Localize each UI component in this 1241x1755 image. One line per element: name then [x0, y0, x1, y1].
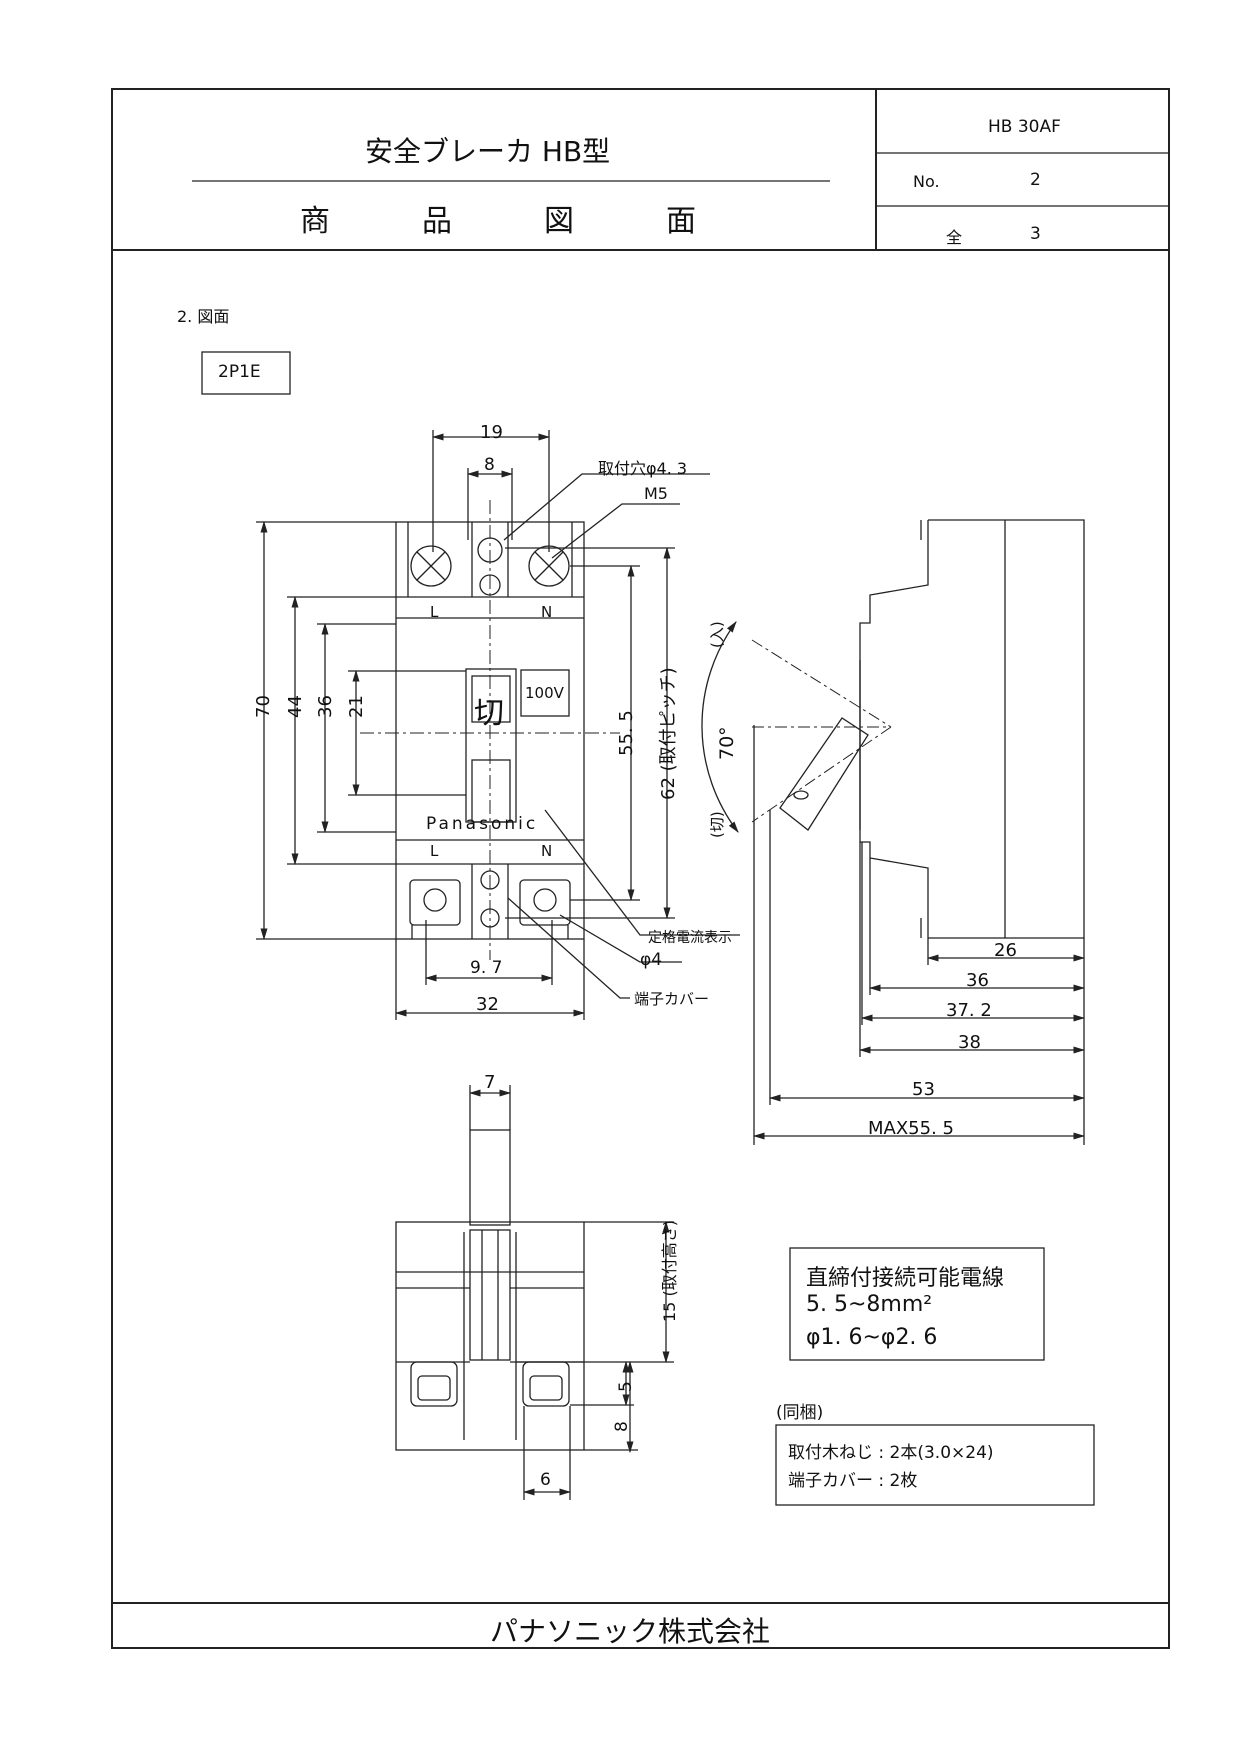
product-title: 安全ブレーカ HB型: [365, 135, 611, 168]
wire-note-section: 5. 5~8mm²: [806, 1292, 933, 1317]
dim-mounting-pitch: 62 (取付ピッチ): [658, 667, 679, 800]
terminal-label-l-top: L: [430, 603, 439, 621]
bottom-view: [395, 1085, 674, 1500]
dim-height-36: 36: [315, 695, 336, 718]
variant-box: [201, 351, 291, 395]
dim-terminal-pitch: 9. 7: [470, 958, 503, 978]
dim-terminal-5: 5: [616, 1381, 636, 1392]
callout-terminal-cover: 端子カバー: [634, 990, 710, 1008]
wire-note-title: 直締付接続可能電線: [806, 1266, 1005, 1291]
dim-handle-angle: 70°: [716, 726, 738, 760]
dim-body-width: 32: [476, 994, 499, 1015]
dim-depth-37-2: 37. 2: [946, 1000, 992, 1021]
sheet-number-label: No.: [913, 172, 940, 191]
dim-handle-width: 7: [484, 1072, 496, 1093]
rating-label: 100V: [525, 684, 564, 702]
terminal-label-n-top: N: [541, 603, 553, 621]
callout-mounting-hole: 取付穴φ4. 3: [598, 459, 688, 478]
callout-rating-display: 定格電流表示: [648, 930, 732, 946]
dim-hole-spacing: 8: [484, 455, 495, 475]
sheet-frame: [111, 88, 1170, 1649]
section-heading: 2. 図面: [177, 307, 230, 326]
bundled-item-screws: 取付木ねじ : 2本(3.0×24): [788, 1443, 994, 1463]
wire-note-diameter: φ1. 6~φ2. 6: [806, 1325, 938, 1350]
label-off-position: (切): [708, 811, 726, 838]
dim-terminal-8: 8: [612, 1421, 632, 1432]
top-screw-left: [410, 545, 452, 587]
drawing-type: 商品図面: [300, 204, 788, 239]
company-name: パナソニック株式会社: [490, 1615, 771, 1648]
dim-depth-max: MAX55. 5: [868, 1118, 954, 1139]
total-sheets: 3: [1030, 224, 1041, 244]
dim-height-70: 70: [253, 695, 274, 718]
dim-top-width: 19: [480, 422, 503, 443]
dim-depth-36: 36: [966, 970, 989, 991]
dim-height-21: 21: [346, 695, 367, 718]
rating-label-box: [520, 669, 570, 717]
dim-mounting-height: 15 (取付高さ): [660, 1220, 679, 1322]
label-on-position: (入): [708, 621, 726, 648]
side-handle: [779, 717, 869, 831]
total-sheets-label: 全: [946, 228, 963, 247]
handle-off-mark: 切: [474, 696, 504, 731]
dim-depth-38: 38: [958, 1032, 981, 1053]
dim-terminal-6: 6: [540, 1470, 551, 1490]
callout-hole-diameter: φ4: [640, 950, 663, 970]
dim-depth-26: 26: [994, 940, 1017, 961]
side-view: [701, 519, 1086, 1145]
variant-label: 2P1E: [218, 362, 261, 382]
brand-mark: Panasonic: [426, 814, 539, 834]
terminal-label-l-bottom: L: [430, 842, 439, 860]
bundled-heading: (同梱): [776, 1403, 824, 1423]
callout-screw: M5: [644, 484, 668, 503]
bottom-body: [395, 1221, 585, 1451]
dim-height-44: 44: [285, 695, 306, 718]
bundled-item-covers: 端子カバー : 2枚: [788, 1471, 918, 1491]
wire-note-box: [789, 1247, 1045, 1361]
dim-depth-53: 53: [912, 1079, 935, 1100]
dim-height-55-5: 55. 5: [616, 710, 637, 756]
sheet-number: 2: [1030, 170, 1041, 190]
terminal-label-n-bottom: N: [541, 842, 553, 860]
model-code: HB 30AF: [988, 117, 1061, 137]
bottom-handle: [469, 1129, 511, 1226]
front-view: [256, 430, 740, 1020]
bundled-items-box: [775, 1424, 1095, 1506]
